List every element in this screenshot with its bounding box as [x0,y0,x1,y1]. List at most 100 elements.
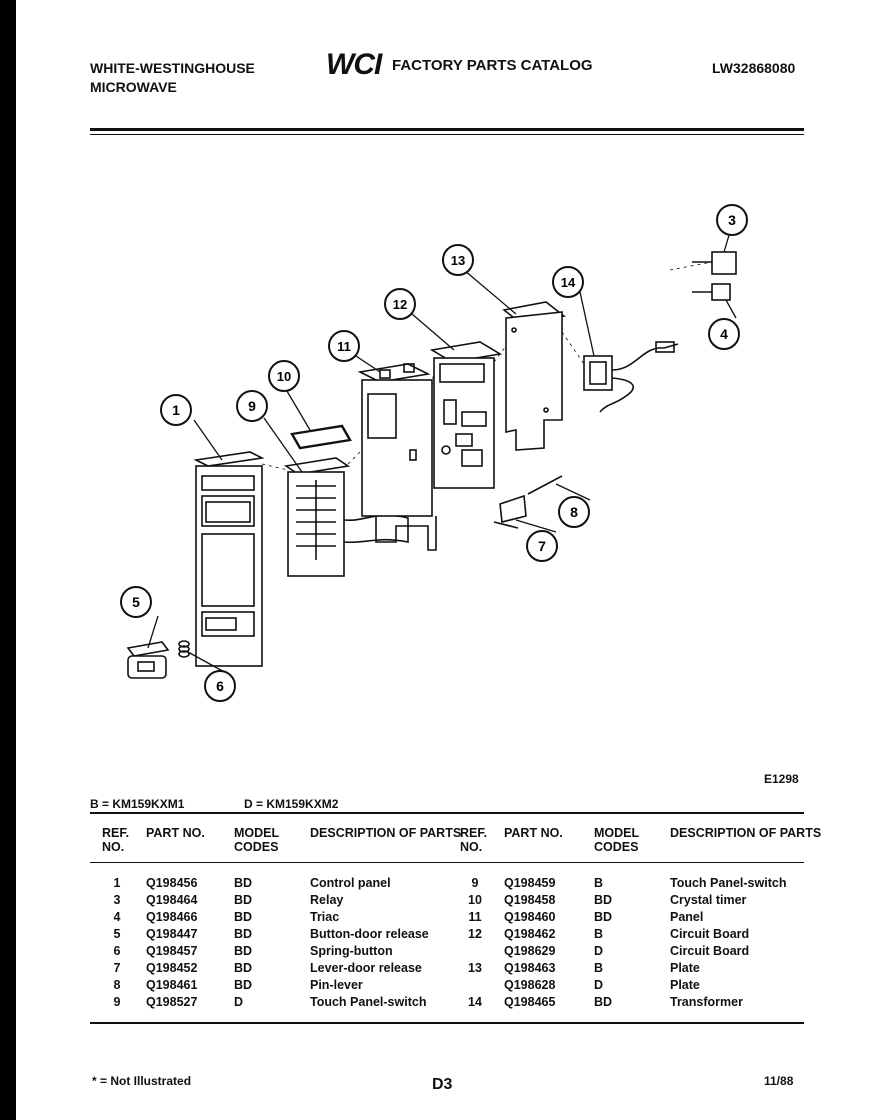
ref-no-cell: 4 [113,910,121,924]
description-cell: Plate [670,978,700,992]
part-no-cell: Q198459 [504,876,556,890]
callout-8: 8 [558,496,590,528]
model-codes-cell: BD [234,944,253,958]
svg-text:6: 6 [216,678,224,694]
header-model-codes: MODEL CODES [234,826,279,854]
product-type: MICROWAVE [90,79,177,95]
part-no-cell: Q198452 [146,961,198,975]
part-no-cell: Q198460 [504,910,556,924]
ref-no-cell: 13 [468,961,482,975]
table-header-row: REF. NO. PART NO. MODEL CODES DESCRIPTIO… [102,826,470,866]
header-part-no: PART NO. [504,826,563,840]
page-number: D3 [432,1076,453,1093]
ref-no-cell: 5 [113,927,121,941]
ref-no-cell [460,944,504,961]
crystal-timer-drawing [290,424,352,450]
table-row: 4 Q198466 BD Triac [102,910,470,927]
figure-code: E1298 [764,772,799,786]
description-cell: Triac [310,910,340,924]
header-rule-thin [90,134,804,135]
catalog-page: WHITE-WESTINGHOUSE MICROWAVE WCI FACTORY… [16,0,880,1120]
description-cell: Pin-lever [310,978,363,992]
svg-text:14: 14 [561,275,576,290]
exploded-parts-diagram: 1 3 4 5 6 7 8 9 10 11 12 13 14 [120,204,748,702]
circuit-board-drawing [429,341,503,489]
header-model-codes: MODEL CODES [594,826,639,854]
model-legend-d: D = KM159KXM2 [244,797,339,811]
svg-text:5: 5 [132,594,140,610]
header-description: DESCRIPTION OF PARTS [310,826,462,840]
svg-text:10: 10 [277,369,291,384]
part-no-cell: Q198629 [504,944,556,958]
description-cell: Plate [670,961,700,975]
brand-name: WHITE-WESTINGHOUSE [90,60,255,76]
svg-text:3: 3 [728,212,736,228]
description-cell: Transformer [670,995,743,1009]
part-no-cell: Q198466 [146,910,198,924]
model-codes-cell: D [594,944,604,958]
svg-text:1: 1 [172,402,180,418]
model-codes-cell: BD [234,876,253,890]
model-codes-cell: BD [234,910,253,924]
callout-5: 5 [120,586,152,618]
svg-text:4: 4 [720,326,728,342]
callout-bubbles: 1 3 4 5 6 7 8 9 10 11 12 13 14 [120,204,748,702]
description-cell: Touch Panel-switch [670,876,787,890]
callout-7: 7 [526,530,558,562]
ref-no-cell: 14 [468,995,482,1009]
model-codes-cell: B [594,876,604,890]
part-no-cell: Q198447 [146,927,198,941]
callout-11: 11 [328,330,360,362]
control-panel-drawing [193,451,265,667]
description-cell: Panel [670,910,704,924]
svg-text:11: 11 [337,339,351,354]
plate-drawing [502,301,566,451]
revision-date: 11/88 [764,1074,794,1088]
description-cell: Circuit Board [670,927,750,941]
ref-no-cell: 9 [113,995,121,1009]
ref-no-cell: 9 [471,876,479,890]
model-codes-cell: BD [594,995,613,1009]
description-cell: Spring-button [310,944,393,958]
table-row: Q198629 D Circuit Board [460,944,830,961]
description-cell: Circuit Board [670,944,750,958]
catalog-title: FACTORY PARTS CATALOG [392,57,593,74]
part-no-cell: Q198456 [146,876,198,890]
part-no-cell: Q198457 [146,944,198,958]
ref-no-cell: 3 [113,893,121,907]
model-codes-cell: D [234,995,244,1009]
ref-no-cell: 11 [468,910,482,924]
part-no-cell: Q198465 [504,995,556,1009]
description-cell: Button-door release [310,927,429,941]
part-no-cell: Q198464 [146,893,198,907]
spring-button-drawing [178,640,190,658]
description-cell: Relay [310,893,344,907]
table-top-rule [90,812,804,814]
header-ref-no: REF. NO. [460,826,488,854]
svg-text:8: 8 [570,504,578,520]
button-door-release-drawing [126,641,170,679]
callout-12: 12 [384,288,416,320]
model-legend-b: B = KM159KXM1 [90,797,185,811]
table-header-rule [90,862,804,863]
ref-no-cell [460,978,504,995]
table-bottom-rule [90,1022,804,1024]
ref-no-cell: 6 [113,944,121,958]
ref-no-cell: 10 [468,893,482,907]
table-row: 9 Q198459 B Touch Panel-switch [460,876,830,893]
header-part-no: PART NO. [146,826,205,840]
model-codes-cell: B [594,961,604,975]
panel-drawing [357,363,437,551]
svg-text:13: 13 [451,253,465,268]
part-no-cell: Q198462 [504,927,556,941]
model-codes-cell: B [594,927,604,941]
svg-text:7: 7 [538,538,546,554]
callout-9: 9 [236,390,268,422]
